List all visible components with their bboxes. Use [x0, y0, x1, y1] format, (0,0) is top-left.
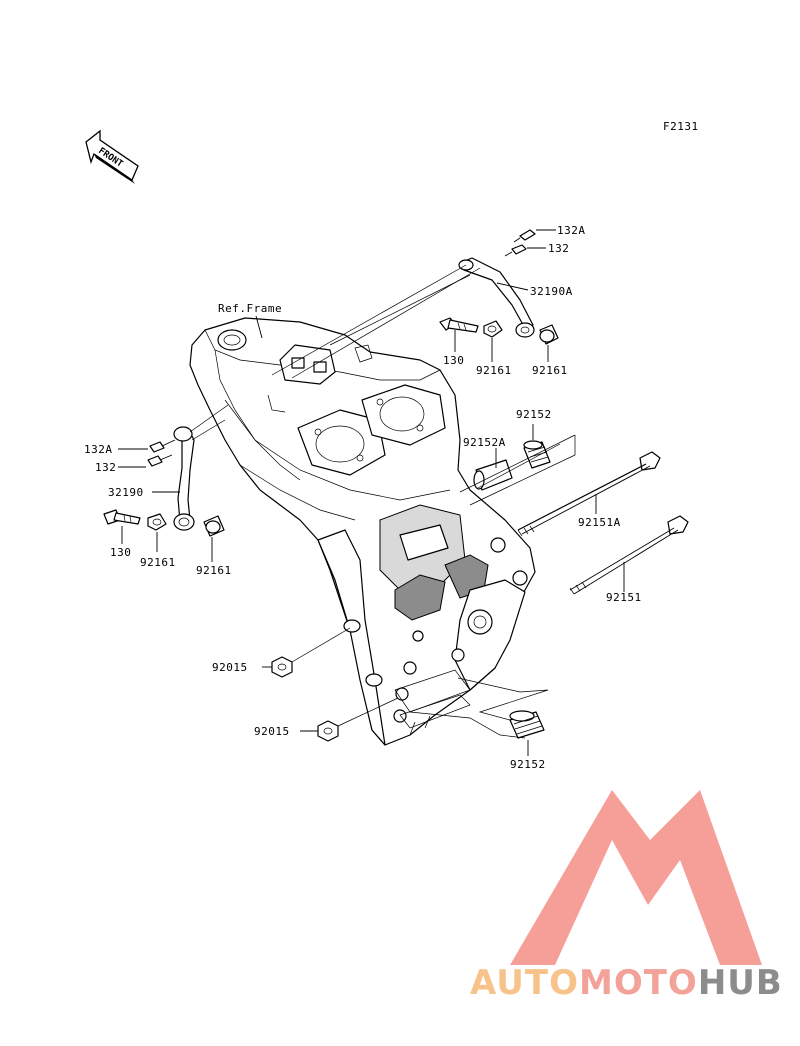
- label-92151A: 92151A: [578, 516, 621, 529]
- automotohub-logo: [510, 790, 762, 965]
- diagram-code: F2131: [663, 120, 699, 133]
- bushing-92161-right-icon: [539, 324, 559, 345]
- watermark-auto: AUTOMOTOHUB: [470, 963, 783, 1003]
- label-92161-right-a: 92161: [476, 364, 512, 377]
- label-92161-left-b: 92161: [196, 564, 232, 577]
- collar-92152-bottom-icon: [509, 710, 545, 739]
- link-rod-left: [173, 426, 195, 531]
- label-132-left: 132: [95, 461, 116, 474]
- bolt-92151A-icon: [517, 451, 661, 537]
- label-32190: 32190: [108, 486, 144, 499]
- collar-92152A-icon: [473, 459, 513, 491]
- label-92152-top: 92152: [516, 408, 552, 421]
- label-92152A: 92152A: [463, 436, 506, 449]
- bolt-130-left-icon: [103, 509, 141, 525]
- label-32190A: 32190A: [530, 285, 573, 298]
- label-132A-left: 132A: [84, 443, 113, 456]
- label-92161-right-b: 92161: [532, 364, 568, 377]
- bolt-132A-top-icon: [513, 229, 536, 243]
- nut-92161-right-icon: [483, 320, 503, 338]
- ref-frame-label: Ref.Frame: [218, 302, 282, 315]
- nut-92161-left-icon: [147, 513, 167, 531]
- bolt-132-left-icon: [147, 454, 173, 467]
- bolt-132A-left-icon: [149, 439, 176, 453]
- label-92015-b: 92015: [254, 725, 290, 738]
- bolt-132-top-icon: [504, 244, 527, 257]
- label-92152-bottom: 92152: [510, 758, 546, 771]
- label-130-left: 130: [110, 546, 131, 559]
- bushing-92161-left-icon: [203, 515, 225, 537]
- collar-92152-top-icon: [523, 440, 551, 469]
- label-130-right: 130: [443, 354, 464, 367]
- nut-92015-b-icon: [317, 720, 339, 742]
- label-132-top: 132: [548, 242, 569, 255]
- label-92151: 92151: [606, 591, 642, 604]
- bolt-130-right-icon: [439, 317, 479, 333]
- front-arrow-icon: FRONT: [85, 129, 139, 184]
- frame: [189, 317, 536, 746]
- label-92161-left-a: 92161: [140, 556, 176, 569]
- nut-92015-a-icon: [271, 656, 293, 678]
- bolt-92151-icon: [569, 515, 689, 595]
- label-132A-top: 132A: [557, 224, 586, 237]
- label-92015-a: 92015: [212, 661, 248, 674]
